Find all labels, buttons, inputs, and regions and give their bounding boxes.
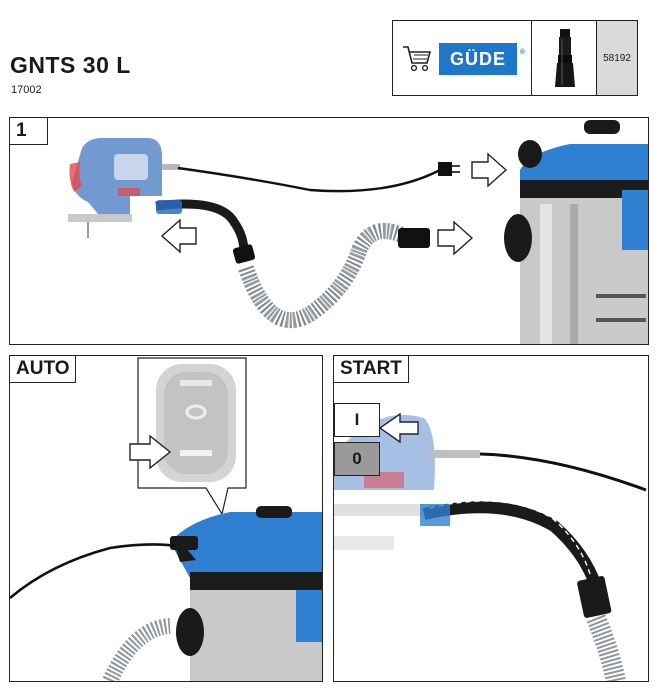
gude-logo: GÜDE ® (439, 43, 525, 75)
start-label: START (334, 356, 409, 383)
vacuum-illustration (504, 120, 648, 344)
auto-label: AUTO (10, 356, 77, 383)
switch-off-button[interactable]: 0 (334, 442, 380, 476)
item-number: 17002 (11, 84, 42, 96)
auto-panel: AUTO (9, 355, 323, 682)
shopping-cart-icon (403, 46, 432, 72)
product-title: GNTS 30 L (10, 52, 131, 78)
brand-cell: GÜDE ® (393, 21, 532, 95)
accessory-image-cell (532, 21, 597, 95)
accessory-adapter-icon (555, 29, 575, 87)
start-illustration (334, 412, 647, 681)
accessory-header-box: GÜDE ® 58192 (392, 20, 638, 96)
auto-illustration (10, 357, 322, 681)
start-panel: START I 0 (333, 355, 649, 682)
step-1-label: 1 (10, 118, 48, 145)
switch-on-button[interactable]: I (334, 403, 380, 437)
step-1-panel: 1 (9, 117, 649, 345)
step-1-illustration (68, 120, 648, 344)
registered-mark: ® (519, 49, 526, 56)
jigsaw-illustration (68, 138, 180, 238)
accessory-number: 58192 (597, 21, 637, 95)
logo-text: GÜDE (449, 49, 506, 69)
